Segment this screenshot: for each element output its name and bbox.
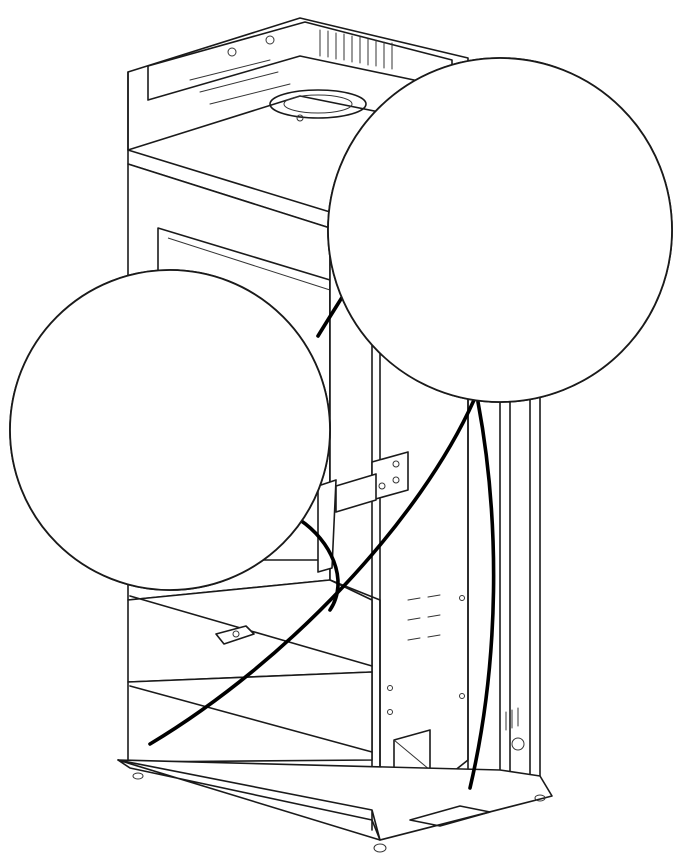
- flue-opening: [269, 89, 367, 119]
- detail-panel-insert: [9, 269, 331, 591]
- right-vents: [505, 707, 525, 751]
- side-slots: [387, 594, 465, 715]
- leader-right: [468, 400, 496, 790]
- top-vents: [319, 29, 393, 70]
- base-plinth: [117, 759, 553, 841]
- leader-left: [148, 398, 476, 746]
- hinge-bracket: [317, 451, 409, 573]
- detail-drill-operation: [327, 57, 673, 403]
- drawer-handle: [215, 625, 255, 645]
- lower-panel-2: [127, 671, 373, 763]
- leader-panel: [298, 518, 340, 612]
